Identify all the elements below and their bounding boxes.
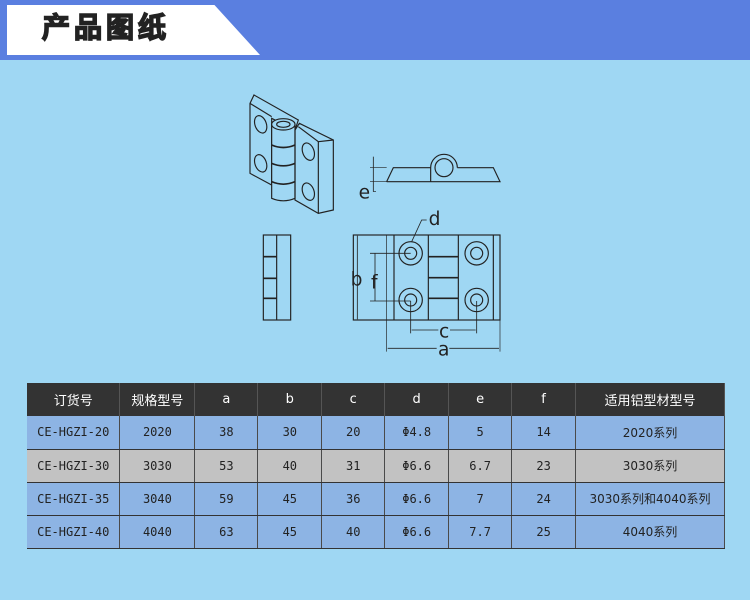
table-cell: 25	[511, 515, 577, 549]
table-cell: 59	[194, 482, 259, 516]
table-cell: 40	[321, 515, 386, 549]
col-b: b	[257, 383, 323, 416]
table-cell: 20	[321, 416, 386, 450]
table-cell: CE-HGZI-40	[27, 515, 121, 549]
dim-label-f: f	[371, 272, 378, 293]
table-cell: 45	[257, 482, 323, 516]
table-cell: 53	[194, 449, 259, 483]
title-tab	[7, 5, 260, 55]
table-cell: CE-HGZI-30	[27, 449, 121, 483]
page-title: 产品图纸	[41, 11, 171, 45]
col-c: c	[321, 383, 386, 416]
table-cell: 30	[257, 416, 323, 450]
col-d: d	[384, 383, 450, 416]
isometric-view	[249, 94, 334, 214]
table-cell: 2020	[119, 416, 196, 450]
table-cell: 2020系列	[575, 416, 725, 450]
table-cell: 3030系列和4040系列	[575, 482, 725, 516]
table-cell: 23	[511, 449, 577, 483]
dim-label-c: c	[439, 321, 449, 342]
dim-label-b: b	[351, 270, 363, 291]
dim-label-a: a	[438, 340, 449, 360]
table-cell: 36	[321, 482, 386, 516]
table-cell: Φ4.8	[384, 416, 450, 450]
table-cell: Φ6.6	[384, 482, 450, 516]
end-view	[262, 234, 292, 321]
table-cell: 5	[448, 416, 513, 450]
table-header-row: 订货号 规格型号 a b c d e f 适用铝型材型号	[27, 383, 725, 416]
col-profile: 适用铝型材型号	[575, 383, 725, 416]
table-cell: 14	[511, 416, 577, 450]
table-cell: 63	[194, 515, 259, 549]
table-cell: 24	[511, 482, 577, 516]
table-cell: 45	[257, 515, 323, 549]
table-cell: 3030系列	[575, 449, 725, 483]
dim-label-e: e	[359, 182, 370, 203]
table-cell: Φ6.6	[384, 515, 450, 549]
table-cell: 7	[448, 482, 513, 516]
dim-label-d: d	[429, 209, 441, 230]
table-cell: CE-HGZI-20	[27, 416, 121, 450]
hinge-technical-drawing: e b f d c a	[249, 94, 501, 360]
table-cell: 38	[194, 416, 259, 450]
table-cell: 40	[257, 449, 323, 483]
col-order-no: 订货号	[27, 383, 121, 416]
table-cell: Φ6.6	[384, 449, 450, 483]
table-cell: CE-HGZI-35	[27, 482, 121, 516]
col-e: e	[448, 383, 513, 416]
side-profile-view: e	[359, 153, 501, 203]
table-cell: 3030	[119, 449, 196, 483]
table-cell: 6.7	[448, 449, 513, 483]
col-spec: 规格型号	[119, 383, 196, 416]
col-a: a	[194, 383, 259, 416]
table-cell: 4040	[119, 515, 196, 549]
col-f: f	[511, 383, 577, 416]
table-cell: 31	[321, 449, 386, 483]
table-cell: 4040系列	[575, 515, 725, 549]
table-cell: 3040	[119, 482, 196, 516]
front-view	[352, 219, 501, 352]
table-cell: 7.7	[448, 515, 513, 549]
